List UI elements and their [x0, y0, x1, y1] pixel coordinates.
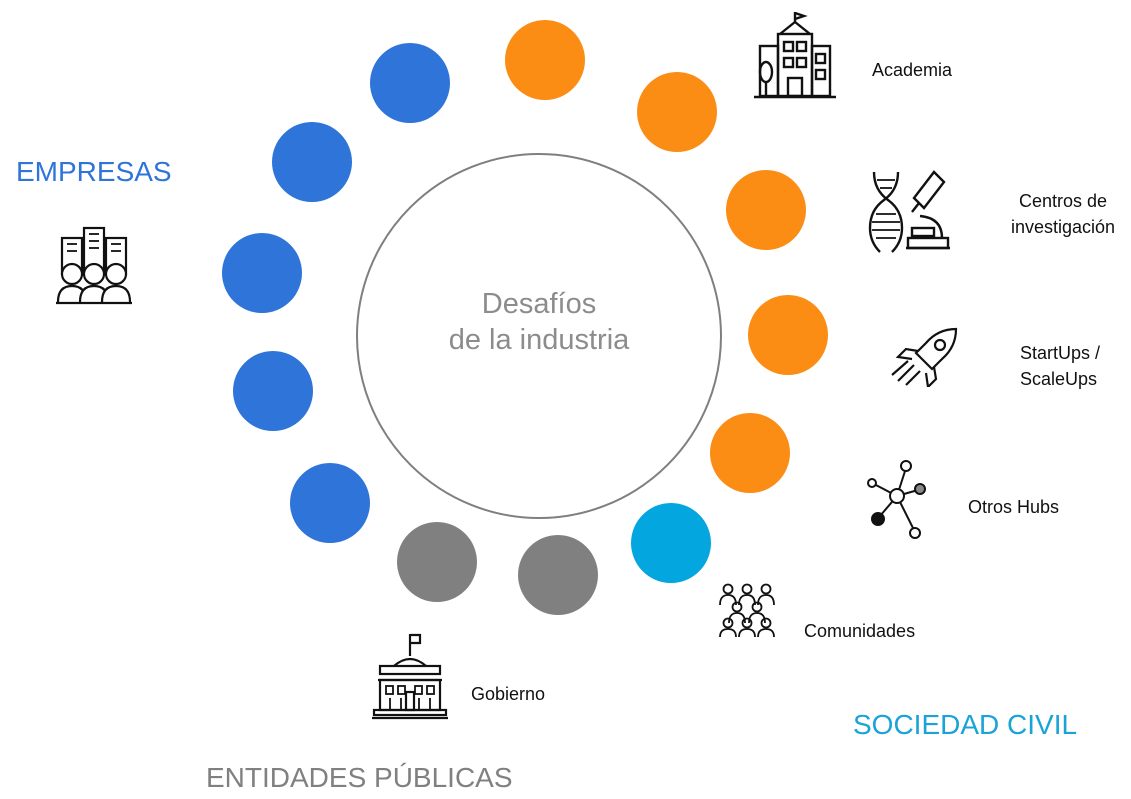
item-label-academia: Academia [872, 60, 953, 80]
centros-line1: Centros de [1019, 191, 1108, 211]
group-label-entidades-publicas: ENTIDADES PÚBLICAS [206, 762, 513, 793]
ring-dot-blue-4 [233, 351, 313, 431]
item-label-startups: StartUps / ScaleUps [1020, 340, 1100, 392]
ring-dot-cyan [631, 503, 711, 583]
item-label-comunidades: Comunidades [804, 621, 916, 641]
center-title: Desafíos de la industria [356, 286, 722, 358]
ring-dot-blue-5 [290, 463, 370, 543]
center-circle [356, 153, 722, 519]
university-building-icon [752, 10, 838, 100]
center-title-line1: Desafíos [481, 288, 597, 320]
ring-dot-gray-2 [397, 522, 477, 602]
item-label-gobierno: Gobierno [471, 684, 546, 704]
centros-line2: investigación [1011, 217, 1116, 237]
ring-dot-blue-1 [370, 43, 450, 123]
startups-line2: ScaleUps [1020, 369, 1098, 389]
rocket-icon [888, 325, 962, 387]
center-title-line2: de la industria [448, 324, 630, 356]
ring-dot-blue-2 [272, 122, 352, 202]
ring-dot-blue-3 [222, 233, 302, 313]
ring-dot-orange-4 [748, 295, 828, 375]
group-label-empresas: EMPRESAS [16, 156, 172, 187]
ring-dot-orange-3 [726, 170, 806, 250]
ring-dot-orange-1 [505, 20, 585, 100]
government-building-icon [370, 632, 450, 720]
ring-dot-orange-5 [710, 413, 790, 493]
office-buildings-people-icon [52, 224, 136, 306]
startups-line1: StartUps / [1020, 343, 1101, 363]
ring-dot-gray-1 [518, 535, 598, 615]
ring-dot-orange-2 [637, 72, 717, 152]
item-label-hubs: Otros Hubs [968, 497, 1060, 517]
dna-microscope-icon [862, 168, 954, 254]
group-label-sociedad-civil: SOCIEDAD CIVIL [853, 709, 1078, 740]
people-community-icon [718, 583, 776, 637]
item-label-centros: Centros de investigación [1011, 188, 1115, 240]
network-nodes-icon [862, 458, 932, 540]
